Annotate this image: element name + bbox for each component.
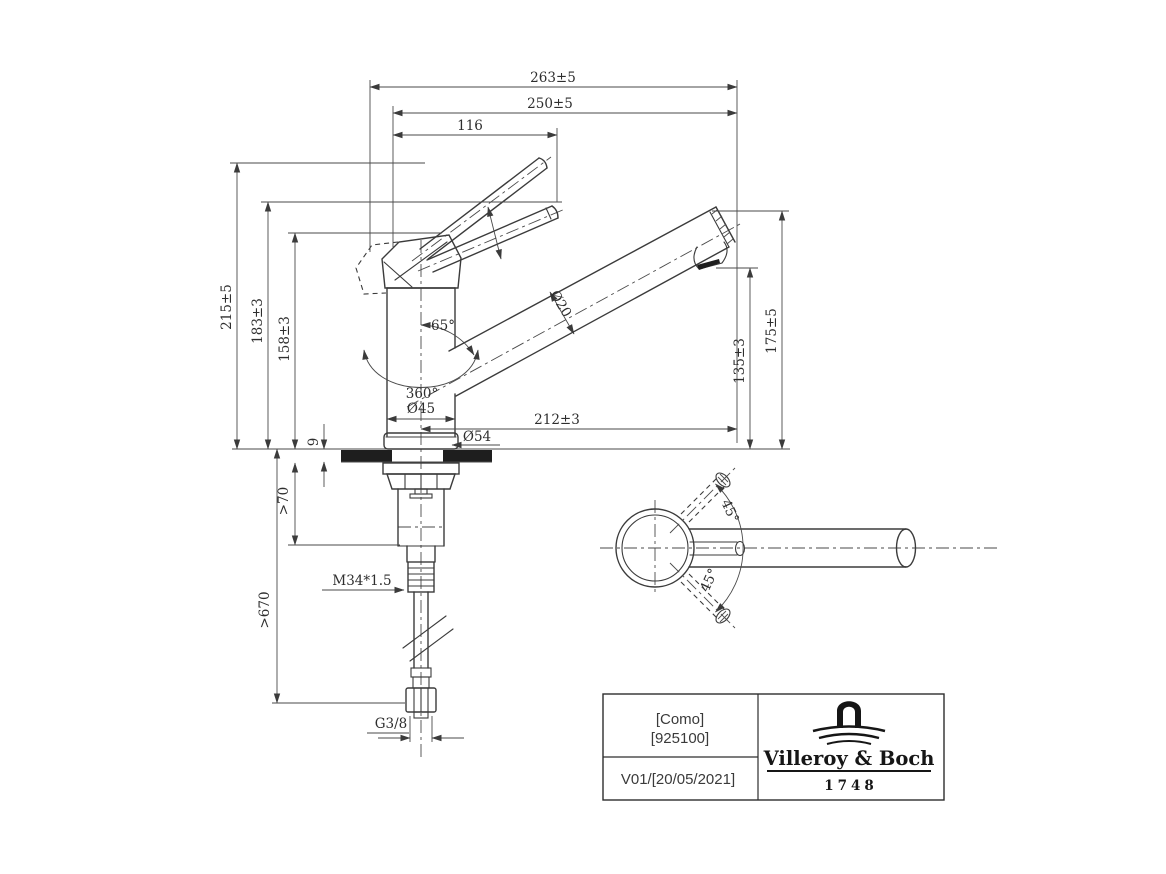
thread-m34 bbox=[407, 561, 435, 593]
break-line bbox=[409, 628, 454, 662]
dim-spout-diameter-label: Ø20 bbox=[546, 288, 574, 320]
dimension-lines bbox=[230, 80, 789, 742]
brand-name: Villeroy & Boch bbox=[763, 747, 935, 770]
dim-clearance-label: >70 bbox=[276, 487, 292, 516]
dim-body-height-label: 158±3 bbox=[277, 316, 293, 362]
dim-hose-connection-label: G3/8 bbox=[375, 716, 408, 732]
dim-spout-width-label: 250±5 bbox=[527, 96, 573, 112]
handle-lever-lowered bbox=[426, 205, 559, 273]
spout-outline bbox=[448, 206, 736, 397]
dim-handle-angle-down-label: 45° bbox=[697, 566, 722, 594]
body-circle-inner bbox=[621, 514, 689, 582]
dim-base-diameter-label: Ø54 bbox=[463, 429, 491, 445]
dim-hose-length-label: >670 bbox=[257, 591, 273, 628]
swivel-arc bbox=[715, 483, 744, 613]
dim-lever-width-label: 116 bbox=[457, 118, 483, 134]
front-view: 263±5 250±5 116 215±5 183±3 158±3 175±5 … bbox=[219, 70, 790, 758]
dim-total-width-label: 263±5 bbox=[530, 70, 576, 86]
model-name: [Como] bbox=[656, 711, 704, 728]
article-number: [925100] bbox=[651, 730, 709, 747]
handle-lever-raised bbox=[419, 157, 548, 260]
cartridge-head bbox=[355, 234, 462, 295]
dim-deck-thickness-label: 9 bbox=[306, 438, 322, 447]
version-date: V01/[20/05/2021] bbox=[621, 771, 735, 788]
brand-year: 1748 bbox=[824, 778, 878, 794]
top-view: 45° 45° bbox=[600, 467, 1000, 629]
spout-open-end bbox=[895, 528, 917, 568]
base-flange bbox=[383, 432, 459, 450]
aerator-outlet-face bbox=[697, 259, 720, 270]
dim-lever-height-label: 183±3 bbox=[250, 298, 266, 344]
handle-top-up-45 bbox=[669, 467, 736, 534]
body-circle-outer bbox=[615, 508, 695, 588]
dim-thread-label: M34*1.5 bbox=[332, 573, 391, 589]
dim-total-height-label: 215±5 bbox=[219, 284, 235, 330]
brand-logo-icon bbox=[812, 701, 886, 745]
spout-top-outline bbox=[688, 528, 917, 568]
handle-top-down-45 bbox=[669, 562, 736, 629]
spout-end-hatch bbox=[711, 209, 734, 245]
dim-outlet-height-label: 135±3 bbox=[732, 338, 748, 384]
title-block: [Como] [925100] V01/[20/05/2021] Villero… bbox=[602, 693, 945, 801]
dim-handle-angle-up-label: 45° bbox=[717, 497, 742, 525]
countertop-section bbox=[232, 448, 790, 463]
dim-spout-end-height-label: 175±5 bbox=[764, 308, 780, 354]
mounting-hardware bbox=[382, 462, 460, 593]
dim-body-diameter-label: Ø45 bbox=[407, 401, 435, 417]
supply-hose bbox=[402, 591, 454, 719]
dim-spout-reach-label: 212±3 bbox=[534, 412, 580, 428]
dim-spout-angle-label: 65° bbox=[431, 318, 455, 334]
break-line bbox=[402, 615, 447, 649]
dim-swivel-angle-label: 360° bbox=[406, 386, 439, 402]
handle-top-neutral bbox=[689, 540, 746, 557]
head-alt-position-dashed bbox=[355, 241, 399, 295]
dimension-labels: 263±5 250±5 116 215±5 183±3 158±3 175±5 … bbox=[219, 70, 780, 732]
